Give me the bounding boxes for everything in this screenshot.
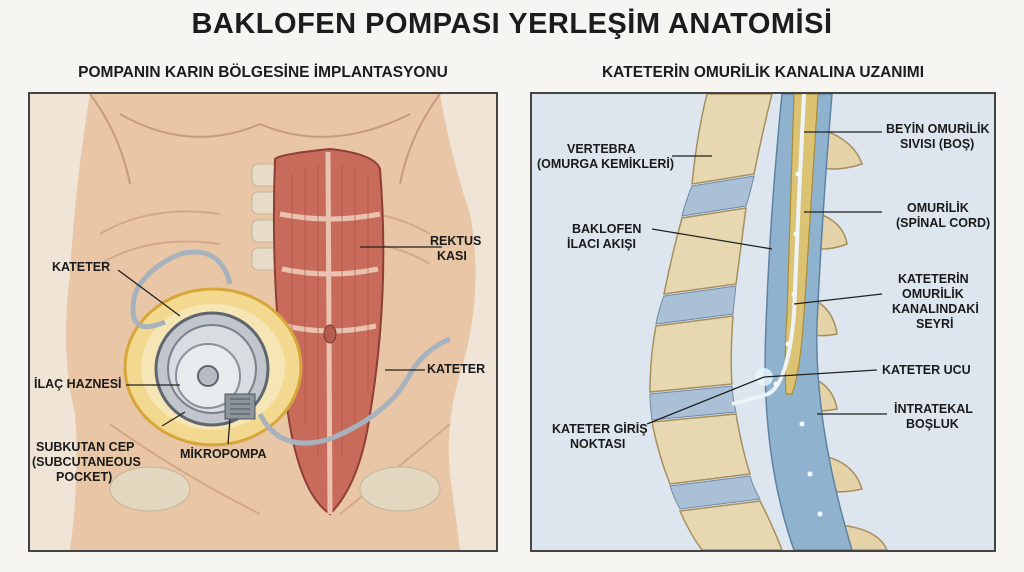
label-seyir-line1: KATETERİN (898, 272, 969, 286)
label-baklofen-line1: BAKLOFEN (572, 222, 642, 236)
label-seyir-line3: KANALINDAKİ (892, 302, 979, 316)
label-ilac-haznesi: İLAÇ HAZNESİ (34, 377, 122, 391)
label-rektus-line1: REKTUS (430, 234, 482, 248)
abdomen-illustration (30, 94, 496, 550)
catheter-tube (130, 249, 233, 329)
abdomen-panel: KATETER REKTUS KASI İLAÇ HAZNESİ KATETER… (28, 92, 498, 552)
label-seyir-line4: SEYRİ (916, 317, 954, 331)
spine-illustration (532, 94, 994, 550)
right-panel-subtitle: KATETERİN OMURİLİK KANALINA UZANIMI (601, 64, 925, 81)
label-kateter-right: KATETER (427, 362, 486, 376)
label-intratekal-line2: BOŞLUK (906, 417, 959, 431)
label-beyin-line1: BEYİN OMURİLİK (886, 122, 990, 136)
label-subkutan-line1: SUBKUTAN CEP (36, 440, 135, 454)
label-intratekal-line1: İNTRATEKAL (894, 402, 973, 416)
label-baklofen-line2: İLACI AKIŞI (567, 237, 636, 251)
label-seyir-line2: OMURİLİK (902, 287, 964, 301)
label-rektus-line2: KASI (437, 249, 467, 263)
label-subkutan-line3: POCKET) (56, 470, 113, 484)
label-omurilik-line2: (SPİNAL CORD) (896, 216, 991, 230)
label-omurilik-line1: OMURİLİK (907, 201, 969, 215)
label-beyin-line2: SIVISI (BOŞ) (900, 137, 975, 151)
label-vertebra-line2: (OMURGA KEMİKLERİ) (537, 157, 675, 171)
left-panel-subtitle: POMPANIN KARIN BÖLGESİNE İMPLANTASYONU (78, 64, 448, 81)
catheter-in-canal (731, 94, 806, 406)
drug-flow-dots (773, 171, 823, 517)
label-kateter-giris-line2: NOKTASI (570, 437, 626, 451)
catheter-tube (257, 336, 451, 446)
pump-device (154, 311, 270, 427)
label-vertebra-line1: VERTEBRA (567, 142, 636, 156)
label-kateter-top: KATETER (52, 260, 111, 274)
label-kateter-ucu: KATETER UCU (882, 363, 971, 377)
spinal-canal (764, 94, 853, 550)
label-kateter-giris-line1: KATETER GİRİŞ (552, 422, 648, 436)
spine-panel: VERTEBRA (OMURGA KEMİKLERİ) BAKLOFEN İLA… (530, 92, 996, 552)
page-title: BAKLOFEN POMPASI YERLEŞİM ANATOMİSİ (191, 8, 833, 40)
rectus-muscle (272, 147, 385, 516)
vertebral-column (649, 94, 783, 550)
label-mikropompa: MİKROPOMPA (180, 447, 267, 461)
label-subkutan-line2: (SUBCUTANEOUS (32, 455, 141, 469)
